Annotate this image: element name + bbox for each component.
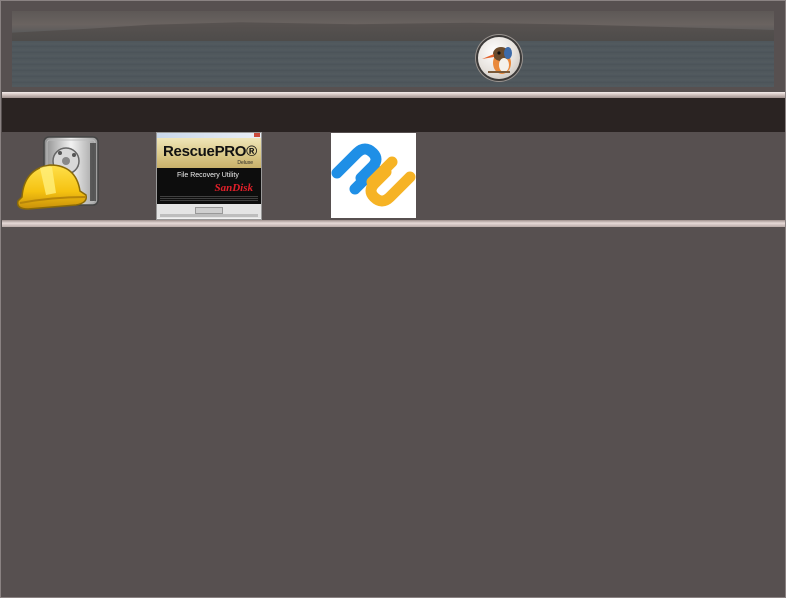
banner-hills [12, 22, 774, 43]
header-divider-top [2, 92, 785, 98]
rescuepro-body: File Recovery Utility SanDisk [157, 168, 261, 204]
banner-sea [12, 41, 774, 87]
app-icons-row: RescuePRO® Deluxe File Recovery Utility … [2, 132, 785, 220]
close-icon [254, 133, 260, 137]
rescuepro-edition: Deluxe [237, 160, 253, 166]
rescuepro-brand: RescuePRO® [163, 143, 257, 160]
rescuepro-window-titlebar [157, 133, 261, 138]
rescuepro-fineprint [160, 196, 258, 202]
rescuepro-subtitle: File Recovery Utility [177, 172, 239, 179]
rescuepro-start-button [195, 207, 223, 214]
rescuepro-footer [157, 204, 261, 218]
rescuepro-header: RescuePRO® Deluxe [157, 138, 261, 168]
content-divider-bottom [2, 220, 785, 227]
main-content-area [2, 227, 785, 597]
sandisk-logo: SanDisk [214, 182, 253, 194]
kingfisher-logo-icon[interactable] [478, 37, 520, 79]
rescuepro-progress-track [160, 214, 258, 217]
wondershare-graphic [331, 143, 416, 207]
rescuepro-deluxe-screenshot[interactable]: RescuePRO® Deluxe File Recovery Utility … [156, 132, 262, 220]
recuva-hard-drive-helmet-icon[interactable] [16, 135, 102, 219]
nav-bar [2, 98, 785, 132]
kingfisher-logo-graphic [482, 47, 512, 74]
wondershare-logo-icon[interactable] [331, 133, 416, 218]
recuva-graphic [16, 136, 99, 210]
header-banner [12, 11, 774, 87]
